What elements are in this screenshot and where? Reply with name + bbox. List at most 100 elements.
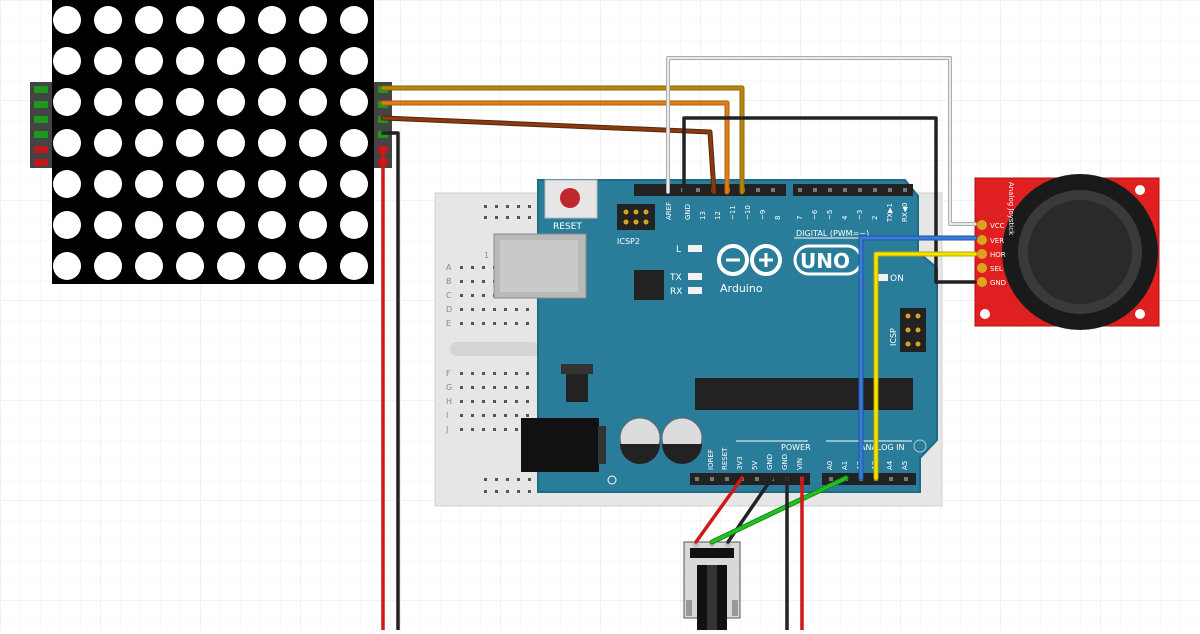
matrix-led bbox=[135, 88, 163, 116]
breadboard-hole bbox=[493, 372, 496, 375]
joystick-pin-label: VCC bbox=[990, 222, 1005, 230]
matrix-led bbox=[217, 88, 245, 116]
digital-header-right bbox=[793, 184, 913, 196]
breadboard-hole bbox=[471, 372, 474, 375]
matrix-led bbox=[135, 170, 163, 198]
breadboard-hole bbox=[504, 308, 507, 311]
breadboard-hole bbox=[460, 428, 463, 431]
matrix-led bbox=[135, 252, 163, 280]
pin-label: ~9 bbox=[759, 210, 767, 220]
breadboard-hole bbox=[471, 266, 474, 269]
matrix-led bbox=[299, 211, 327, 239]
matrix-led bbox=[94, 211, 122, 239]
matrix-led bbox=[258, 47, 286, 75]
pin-label: IOREF bbox=[707, 449, 715, 470]
breadboard-hole bbox=[460, 266, 463, 269]
breadboard-hole bbox=[526, 386, 529, 389]
breadboard-hole bbox=[504, 386, 507, 389]
matrix-led bbox=[217, 6, 245, 34]
led-label: TX bbox=[669, 273, 682, 283]
breadboard-hole bbox=[493, 414, 496, 417]
breadboard-hole bbox=[526, 322, 529, 325]
header-pin bbox=[889, 477, 893, 481]
breadboard-hole bbox=[515, 414, 518, 417]
breadboard-hole bbox=[506, 216, 509, 219]
matrix-led bbox=[299, 6, 327, 34]
pin-label: TX▶1 bbox=[886, 203, 894, 223]
breadboard-hole bbox=[460, 386, 463, 389]
breadboard-hole bbox=[495, 490, 498, 493]
analog-section-label: ANALOG IN bbox=[860, 443, 905, 452]
pin-label: 3V3 bbox=[736, 456, 744, 470]
breadboard-hole bbox=[515, 428, 518, 431]
row-label: J bbox=[445, 425, 448, 434]
matrix-led bbox=[258, 211, 286, 239]
power-header bbox=[690, 473, 810, 485]
breadboard-hole bbox=[517, 478, 520, 481]
arduino-board: RESET ICSP2 L TX RX ON bbox=[493, 179, 938, 493]
matrix-led bbox=[53, 47, 81, 75]
pin-label: A0 bbox=[826, 461, 834, 470]
pin-label: 5V bbox=[751, 461, 759, 470]
breadboard-hole bbox=[528, 205, 531, 208]
pin-label: RX◀0 bbox=[901, 203, 909, 223]
matrix-led bbox=[176, 6, 204, 34]
pin-label: ~6 bbox=[811, 209, 819, 220]
breadboard-hole bbox=[460, 400, 463, 403]
matrix-led bbox=[53, 6, 81, 34]
matrix-led bbox=[176, 170, 204, 198]
pin-label: AREF bbox=[665, 202, 673, 220]
power-pin-labels: IOREF RESET 3V3 5V GND GND VIN bbox=[707, 447, 804, 470]
matrix-led bbox=[135, 211, 163, 239]
pin-label: ~5 bbox=[826, 210, 834, 220]
header-pin bbox=[755, 477, 759, 481]
pin-label: 8 bbox=[774, 216, 782, 220]
breadboard-hole bbox=[517, 216, 520, 219]
matrix-led bbox=[176, 211, 204, 239]
digital-pin-labels: AREF GND 13 12 ~11 ~10 ~9 8 7 ~6 ~5 4 ~3… bbox=[665, 202, 909, 223]
matrix-led bbox=[176, 252, 204, 280]
led-label: ON bbox=[890, 274, 904, 284]
pin-label: A5 bbox=[901, 461, 909, 470]
icsp-header: ICSP bbox=[889, 308, 926, 352]
breadboard-hole bbox=[460, 280, 463, 283]
matrix-led bbox=[176, 129, 204, 157]
matrix-led bbox=[340, 211, 368, 239]
breadboard-hole bbox=[482, 414, 485, 417]
breadboard-hole bbox=[495, 205, 498, 208]
matrix-left-pins bbox=[30, 82, 52, 168]
breadboard-hole bbox=[460, 414, 463, 417]
row-label: H bbox=[446, 397, 452, 406]
breadboard-hole bbox=[460, 322, 463, 325]
matrix-led bbox=[135, 129, 163, 157]
row-label: D bbox=[446, 305, 452, 314]
matrix-led bbox=[176, 88, 204, 116]
breadboard-hole bbox=[460, 372, 463, 375]
breadboard-row-labels: A B C D E F G H I J 1 bbox=[445, 251, 489, 434]
breadboard-hole bbox=[482, 294, 485, 297]
power-section-label: POWER bbox=[781, 443, 811, 452]
breadboard-hole bbox=[493, 428, 496, 431]
header-pin bbox=[888, 188, 892, 192]
power-jack bbox=[521, 418, 599, 472]
breadboard-hole bbox=[482, 280, 485, 283]
joystick-pin-label: GND bbox=[990, 279, 1006, 287]
arduino-logo: UNO Arduino bbox=[717, 244, 863, 295]
matrix-led bbox=[340, 47, 368, 75]
pin-label: ~11 bbox=[729, 205, 737, 220]
breadboard-hole bbox=[471, 308, 474, 311]
breadboard-hole bbox=[482, 322, 485, 325]
header-pin bbox=[903, 188, 907, 192]
breadboard-hole bbox=[526, 372, 529, 375]
header-pin bbox=[843, 188, 847, 192]
icsp2-header: ICSP2 bbox=[617, 204, 655, 246]
breadboard-hole bbox=[526, 308, 529, 311]
breadboard-hole bbox=[515, 372, 518, 375]
breadboard-hole bbox=[495, 478, 498, 481]
matrix-led bbox=[299, 252, 327, 280]
reset-button: RESET bbox=[544, 179, 598, 232]
joystick-pins: VCC VER HOR SEL GND bbox=[977, 220, 1006, 287]
wire-black-matrix bbox=[381, 131, 400, 632]
matrix-led bbox=[340, 88, 368, 116]
row-label: A bbox=[446, 263, 452, 272]
